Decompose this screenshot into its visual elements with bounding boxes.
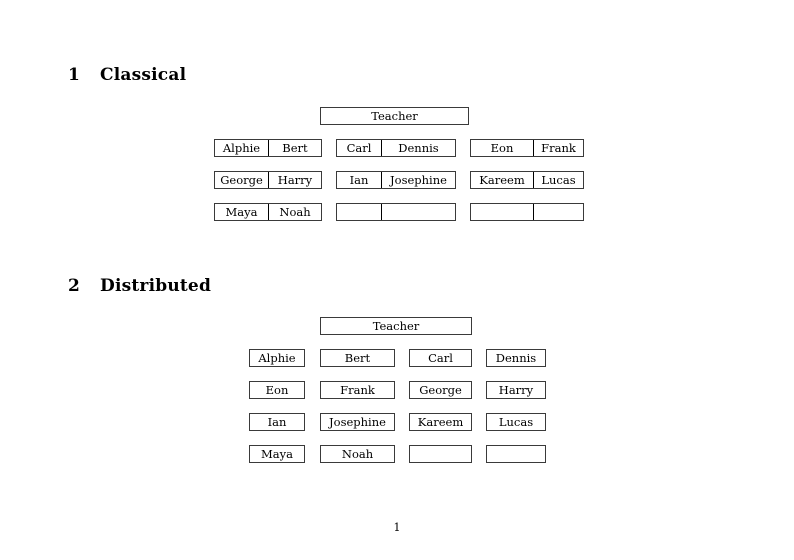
table-cell: Maya [249,445,305,463]
table-cell: Lucas [533,172,583,188]
table-cell: Josephine [320,413,395,431]
table-cell: Dennis [486,349,546,367]
section-title: Distributed [100,276,212,296]
table-cell-empty [381,204,455,220]
classical-group-1: Maya Noah [214,203,322,221]
table-cell: Bert [268,140,321,156]
table-row: Eon Frank George Harry [249,381,546,399]
table-cell: Alphie [249,349,305,367]
table-cell-empty [337,204,381,220]
table-cell: Harry [268,172,321,188]
table-cell: Eon [249,381,305,399]
table-cell: Ian [249,413,305,431]
table-cell: Frank [320,381,395,399]
distributed-teacher-box: Teacher [320,317,472,335]
table-cell: George [409,381,472,399]
table-row: Ian Josephine Kareem Lucas [249,413,546,431]
table-cell: Carl [409,349,472,367]
table-row: George Harry Ian Josephine Kareem Lucas [214,171,584,189]
classical-group-2: Carl Dennis [336,139,456,157]
classical-group-1: Alphie Bert [214,139,322,157]
table-cell: Frank [533,140,583,156]
table-cell: Noah [268,204,321,220]
classical-group-1: George Harry [214,171,322,189]
table-cell: George [220,173,263,187]
classical-group-3: Kareem Lucas [470,171,584,189]
section-title: Classical [100,65,187,85]
table-cell: Eon [490,141,514,155]
table-cell-empty [486,445,546,463]
classical-teacher-box: Teacher [320,107,469,125]
section-number: 1 [68,65,81,85]
table-cell-empty [409,445,472,463]
table-cell: Noah [320,445,395,463]
table-cell: Kareem [409,413,472,431]
classical-group-2 [336,203,456,221]
section-heading-classical: 1 Classical [68,65,186,85]
table-cell: Alphie [222,141,261,155]
table-cell-empty [471,204,533,220]
classical-group-3 [470,203,584,221]
table-cell: Bert [320,349,395,367]
table-row: Alphie Bert Carl Dennis Eon Frank [214,139,584,157]
table-cell: Ian [349,173,369,187]
table-row: Alphie Bert Carl Dennis [249,349,546,367]
table-row: Maya Noah [214,203,584,221]
table-cell: Lucas [486,413,546,431]
table-cell-empty [533,204,583,220]
table-cell: Josephine [381,172,455,188]
section-number: 2 [68,276,81,296]
classical-group-3: Eon Frank [470,139,584,157]
table-cell: Dennis [381,140,455,156]
table-cell: Maya [225,205,258,219]
table-row: Maya Noah [249,445,546,463]
table-cell: Carl [346,141,372,155]
page-number: 1 [393,521,401,534]
table-cell: Harry [486,381,546,399]
table-cell: Kareem [479,173,525,187]
section-heading-distributed: 2 Distributed [68,276,211,296]
classical-group-2: Ian Josephine [336,171,456,189]
